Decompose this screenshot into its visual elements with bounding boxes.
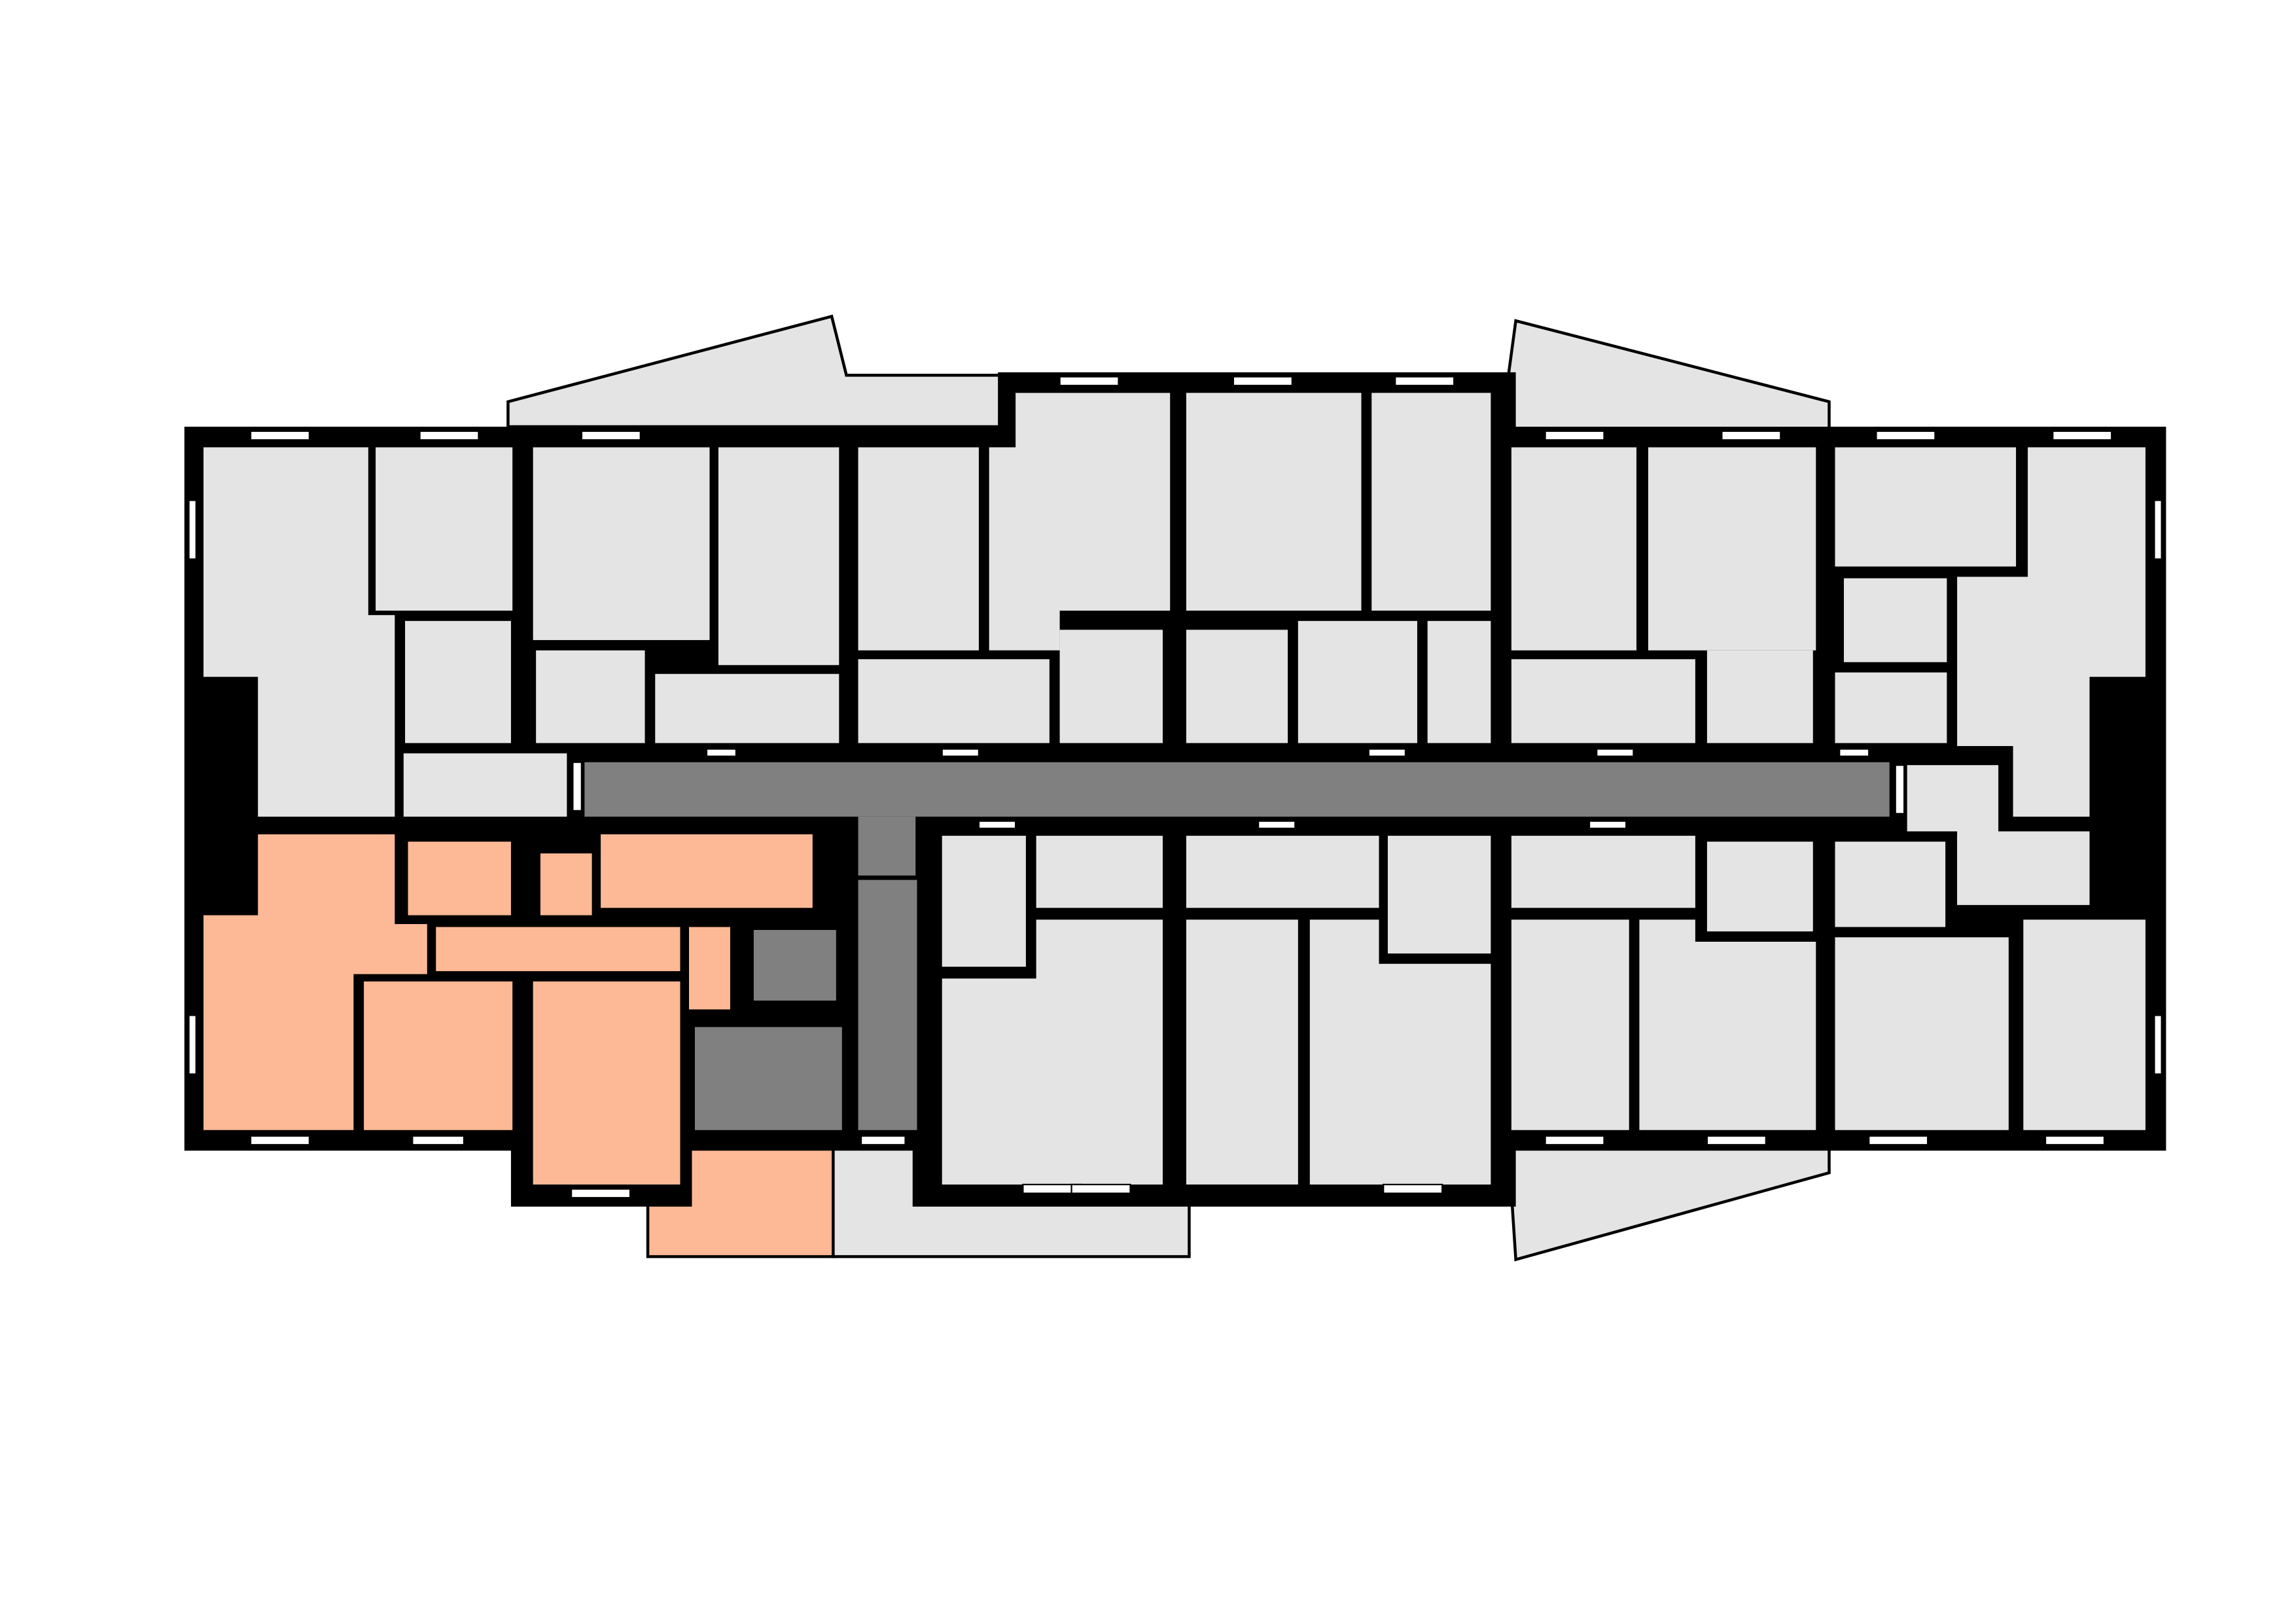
room[interactable] — [858, 447, 979, 651]
room[interactable] — [405, 620, 511, 743]
window — [2052, 430, 2113, 441]
room[interactable] — [1957, 447, 2146, 817]
room[interactable] — [1186, 393, 1362, 611]
highlighted-room[interactable] — [364, 981, 513, 1130]
room[interactable] — [376, 447, 513, 611]
room[interactable] — [1511, 447, 1636, 651]
window — [572, 761, 582, 812]
room[interactable] — [858, 659, 1050, 743]
room[interactable] — [942, 919, 1163, 1185]
room[interactable] — [1706, 650, 1813, 743]
window — [1721, 430, 1782, 441]
room[interactable] — [655, 673, 839, 743]
room[interactable] — [718, 447, 839, 666]
rooms — [203, 393, 2146, 1185]
room[interactable] — [1835, 672, 1947, 743]
window — [419, 430, 480, 441]
window — [1894, 764, 1905, 815]
window — [1868, 1135, 1929, 1146]
room[interactable] — [1186, 919, 1298, 1185]
common-area[interactable] — [858, 816, 916, 876]
window — [1875, 430, 1936, 441]
windows — [188, 376, 2163, 1199]
window — [188, 499, 197, 560]
window — [1258, 820, 1296, 829]
room[interactable] — [989, 393, 1171, 651]
window — [249, 1135, 311, 1146]
room[interactable] — [1511, 919, 1629, 1130]
window — [2153, 499, 2163, 560]
window — [860, 1135, 906, 1146]
window — [1839, 748, 1870, 757]
room[interactable] — [1036, 836, 1163, 908]
window — [1588, 820, 1627, 829]
window — [580, 430, 641, 441]
window — [1394, 376, 1455, 387]
window — [249, 430, 311, 441]
highlighted-room[interactable] — [601, 834, 813, 908]
highlighted-room[interactable] — [533, 981, 680, 1185]
window — [1706, 1135, 1767, 1146]
window — [188, 1014, 197, 1075]
room[interactable] — [1511, 836, 1695, 908]
window — [941, 748, 980, 757]
room[interactable] — [533, 447, 710, 641]
room[interactable] — [1706, 842, 1813, 932]
window — [978, 820, 1017, 829]
window — [1232, 376, 1293, 387]
room[interactable] — [1186, 630, 1288, 743]
window — [412, 1135, 465, 1146]
common-area[interactable] — [753, 929, 836, 1001]
common-area[interactable] — [694, 1027, 842, 1130]
window — [1544, 430, 1605, 441]
room[interactable] — [1835, 447, 2017, 567]
window — [1059, 376, 1120, 387]
room[interactable] — [203, 447, 395, 817]
window — [705, 748, 737, 757]
room[interactable] — [1059, 630, 1163, 743]
window — [2153, 1014, 2163, 1075]
room[interactable] — [536, 650, 645, 743]
window — [1368, 748, 1407, 757]
room[interactable] — [1648, 447, 1816, 651]
room[interactable] — [1186, 836, 1379, 908]
room[interactable] — [1639, 919, 1816, 1130]
common-area[interactable] — [584, 762, 1890, 817]
room[interactable] — [1843, 578, 1947, 662]
window — [2044, 1135, 2106, 1146]
highlighted-room[interactable] — [408, 842, 511, 916]
highlighted-room[interactable] — [436, 927, 680, 971]
room[interactable] — [1835, 842, 1946, 927]
room[interactable] — [1387, 836, 1491, 954]
room[interactable] — [1427, 620, 1491, 743]
window — [570, 1188, 631, 1199]
room[interactable] — [942, 836, 1026, 967]
balcony-bottom-right[interactable] — [1506, 1146, 1831, 1262]
window — [1596, 748, 1634, 757]
balcony-top-right[interactable] — [1507, 319, 1831, 431]
room[interactable] — [1298, 620, 1417, 743]
room[interactable] — [1309, 919, 1491, 1185]
window — [1070, 1183, 1131, 1194]
highlighted-room[interactable] — [540, 853, 592, 916]
window — [1544, 1135, 1605, 1146]
room[interactable] — [1371, 393, 1491, 611]
room[interactable] — [1957, 836, 2090, 905]
window — [1383, 1183, 1443, 1194]
room[interactable] — [1835, 937, 2009, 1130]
balcony-top-left[interactable] — [506, 314, 1002, 429]
room[interactable] — [403, 753, 567, 817]
room[interactable] — [2023, 919, 2146, 1130]
highlighted-room[interactable] — [688, 927, 730, 1010]
highlighted-room[interactable] — [203, 834, 427, 1130]
room[interactable] — [1511, 659, 1695, 743]
common-area[interactable] — [858, 880, 917, 1130]
